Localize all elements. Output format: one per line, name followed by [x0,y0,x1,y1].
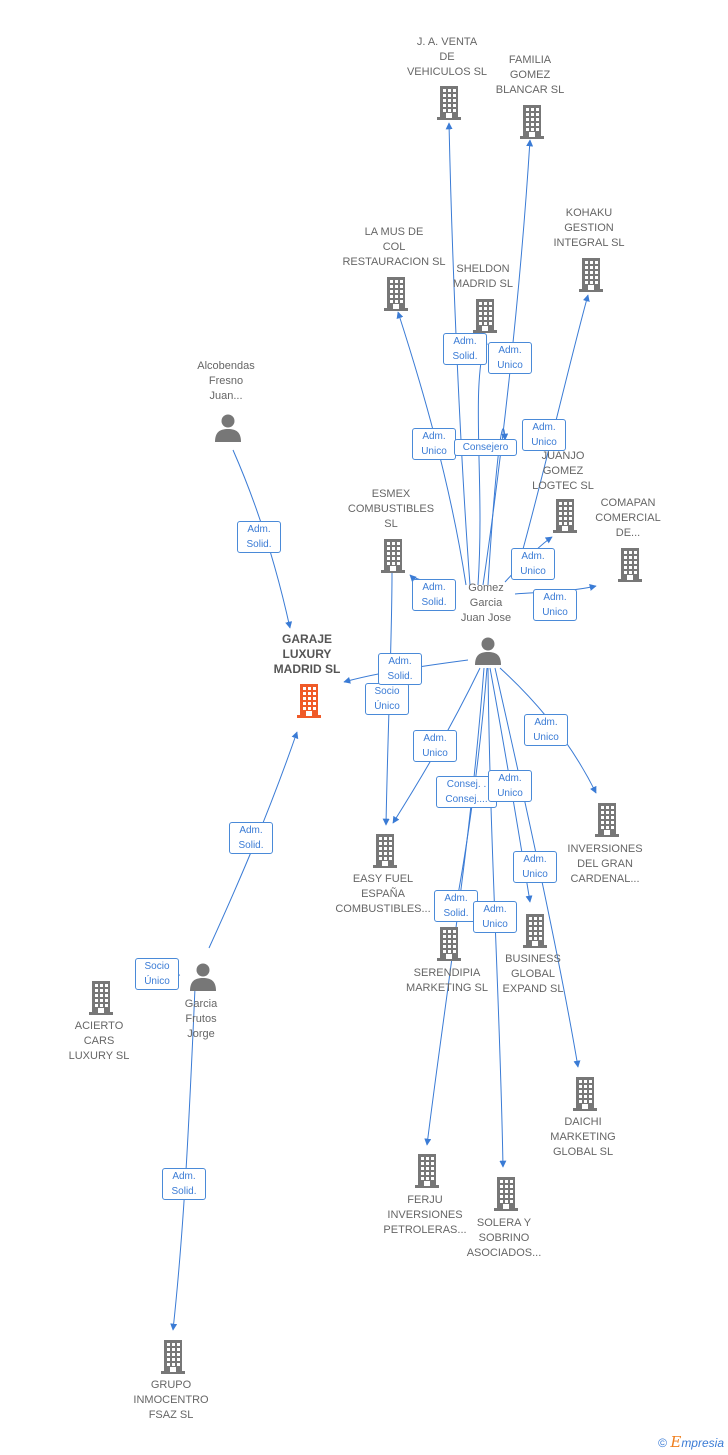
building-icon-daichi[interactable] [573,1077,597,1111]
relation-badge-b15[interactable]: Adm. Unico [488,770,532,802]
node-label-juanjo[interactable]: JUANJO GOMEZ LOGTEC SL [532,450,594,492]
node-label-business[interactable]: BUSINESS GLOBAL EXPAND SL [502,953,564,995]
edge-3 [482,139,534,586]
node-label-serendipia[interactable]: SERENDIPIA MARKETING SL [406,967,488,994]
copyright-symbol: © [658,1436,668,1450]
relation-badge-b10[interactable]: Socio Único [365,683,409,715]
building-icon-ferju[interactable] [415,1154,439,1188]
building-icon-business[interactable] [523,914,547,948]
building-icon-solera[interactable] [494,1177,518,1211]
relation-badge-b8[interactable]: Adm. Unico [533,589,577,621]
relation-badge-b21[interactable]: Adm. Solid. [162,1168,206,1200]
building-icon-garaje[interactable] [297,684,321,718]
node-label-familia[interactable]: FAMILIA GOMEZ BLANCAR SL [495,54,565,96]
building-icon-comapan[interactable] [618,548,642,582]
empresia-brand[interactable]: © Empresia [658,1433,724,1451]
relation-badge-b2[interactable]: Adm. Unico [488,342,532,374]
building-icon-acierto[interactable] [89,981,113,1015]
building-icon-lamus[interactable] [384,277,408,311]
edge-22 [170,987,196,1331]
relation-badge-b5[interactable]: Adm. Unico [522,419,566,451]
relation-badge-b19[interactable]: Adm. Solid. [229,822,273,854]
edge-2 [477,337,488,586]
node-label-gomez[interactable]: Gomez Garcia Juan Jose [460,582,512,624]
relation-badge-b11[interactable]: Adm. Solid. [378,653,422,685]
relation-badge-b7[interactable]: Adm. Unico [511,548,555,580]
node-label-daichi[interactable]: DAICHI MARKETING GLOBAL SL [550,1116,616,1158]
person-icon-gomez[interactable] [475,637,501,666]
node-label-grupo[interactable]: GRUPO INMOCENTRO FSAZ SL [133,1379,209,1421]
building-icon-grupo[interactable] [161,1340,185,1374]
building-icon-inversiones[interactable] [595,803,619,837]
building-icon-juanjo[interactable] [553,499,577,533]
node-label-kohaku[interactable]: KOHAKU GESTION INTEGRAL SL [553,207,625,249]
node-label-esmex[interactable]: ESMEX COMBUSTIBLES SL [347,488,435,530]
node-label-lamus[interactable]: LA MUS DE COL RESTAURACION SL [342,226,446,268]
node-label-comapan[interactable]: COMAPAN COMERCIAL DE... [595,497,661,539]
node-label-solera[interactable]: SOLERA Y SOBRINO ASOCIADOS... [466,1217,542,1259]
relation-badge-b12[interactable]: Adm. Unico [413,730,457,762]
relation-badge-b1[interactable]: Adm. Solid. [443,333,487,365]
relation-badge-b17[interactable]: Adm. Solid. [434,890,478,922]
relation-badge-b18[interactable]: Adm. Unico [473,901,517,933]
relation-badge-b20[interactable]: Socio Único [135,958,179,990]
node-label-garcia[interactable]: Garcia Frutos Jorge [184,998,218,1040]
node-label-acierto[interactable]: ACIERTO CARS LUXURY SL [68,1020,130,1062]
node-label-alcobendas[interactable]: Alcobendas Fresno Juan... [197,360,255,402]
building-icon-kohaku[interactable] [579,258,603,292]
relation-badge-b4[interactable]: Consejero [454,439,517,456]
brand-name: mpresia [681,1436,724,1450]
icon-layer [89,86,642,1374]
relation-badge-b16[interactable]: Adm. Unico [513,851,557,883]
node-label-ferju[interactable]: FERJU INVERSIONES PETROLERAS... [383,1194,467,1236]
node-label-sheldon[interactable]: SHELDON MADRID SL [453,263,513,290]
building-icon-serendipia[interactable] [437,927,461,961]
relation-badge-b3[interactable]: Adm. Unico [412,428,456,460]
edge-6 [519,294,590,561]
relation-badge-b14[interactable]: Consej. . Consej.... [436,776,497,808]
building-icon-esmex[interactable] [381,539,405,573]
relation-badge-b13[interactable]: Adm. Unico [524,714,568,746]
building-icon-sheldon[interactable] [473,299,497,333]
person-icon-alcobendas[interactable] [215,414,241,443]
node-label-garaje[interactable]: GARAJE LUXURY MADRID SL [273,632,341,676]
building-icon-familia[interactable] [520,105,544,139]
node-label-javenta[interactable]: J. A. VENTA DE VEHICULOS SL [406,36,488,78]
node-label-easyfuel[interactable]: EASY FUEL ESPAÑA COMBUSTIBLES... [335,873,431,915]
building-icon-javenta[interactable] [437,86,461,120]
building-icon-easyfuel[interactable] [373,834,397,868]
relation-badge-b6[interactable]: Adm. Solid. [237,521,281,553]
brand-initial: E [670,1433,682,1451]
person-icon-garcia[interactable] [190,963,216,992]
relation-badge-b9[interactable]: Adm. Solid. [412,579,456,611]
node-label-inversiones[interactable]: INVERSIONES DEL GRAN CARDENAL... [567,843,643,885]
